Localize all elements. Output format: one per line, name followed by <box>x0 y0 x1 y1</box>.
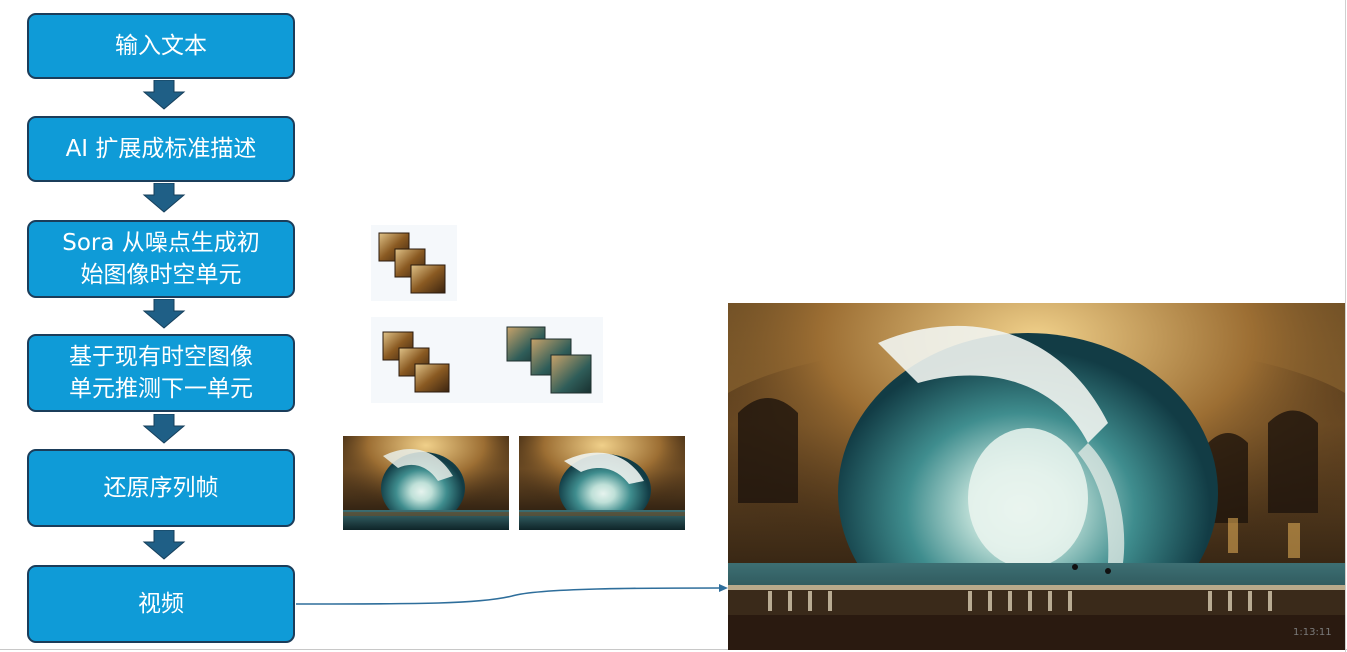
down-arrow-icon <box>142 530 186 560</box>
step-restore-frames: 还原序列帧 <box>27 449 295 527</box>
step-predict-next: 基于现有时空图像 单元推测下一单元 <box>27 334 295 412</box>
output-video-frame: 1:13:11 <box>728 303 1345 650</box>
step-label-line2: 单元推测下一单元 <box>69 376 253 402</box>
frame-thumbnail-2 <box>519 436 685 530</box>
step-sora-generate: Sora 从噪点生成初 始图像时空单元 <box>27 220 295 298</box>
slide-bottom-border <box>0 649 1347 650</box>
down-arrow-icon <box>142 299 186 329</box>
spacetime-patch-group-predicted <box>371 317 603 403</box>
spacetime-patch-group-initial <box>371 225 457 301</box>
video-timestamp: 1:13:11 <box>1293 627 1332 638</box>
down-arrow-icon <box>142 183 186 213</box>
patch-stack-image <box>378 232 446 294</box>
step-video: 视频 <box>27 565 295 643</box>
down-arrow-icon <box>142 80 186 110</box>
step-label-line2: 始图像时空单元 <box>80 262 242 288</box>
down-arrow-icon <box>142 414 186 444</box>
step-label: AI 扩展成标准描述 <box>65 136 257 162</box>
step-input-text: 输入文本 <box>27 13 295 79</box>
frame-thumbnail-1 <box>343 436 509 530</box>
slide-right-border <box>1345 0 1346 652</box>
step-label: 输入文本 <box>115 33 207 59</box>
step-ai-expand: AI 扩展成标准描述 <box>27 116 295 182</box>
step-label-line1: Sora 从噪点生成初 <box>62 230 260 256</box>
patch-stack-image <box>382 326 592 394</box>
step-label-line1: 基于现有时空图像 <box>69 344 253 370</box>
step-label: 视频 <box>138 591 184 617</box>
step-label: 还原序列帧 <box>103 475 219 501</box>
